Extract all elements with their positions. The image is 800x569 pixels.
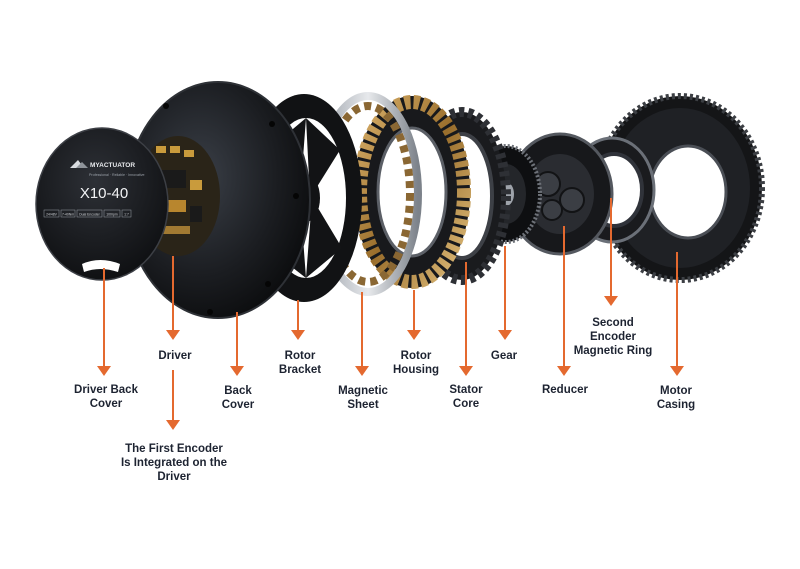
label-rotor-bracket: Rotor Bracket bbox=[278, 350, 322, 376]
second-encoder-arrow-head bbox=[604, 296, 618, 306]
rotor-housing-part bbox=[353, 95, 471, 289]
spec-tag-box bbox=[121, 209, 132, 218]
reducer-arrow-head bbox=[557, 366, 571, 376]
first-encoder-arrow-head bbox=[166, 420, 180, 430]
spec-tag-box bbox=[76, 209, 103, 218]
spec-tag: 7-40Nm bbox=[62, 213, 74, 217]
rotor-housing-arrow-head bbox=[407, 330, 421, 340]
brand-tagline: Professional · Reliable · Innovative bbox=[89, 173, 145, 177]
driver-back-cover-arrow-head bbox=[97, 366, 111, 376]
spec-tag-box bbox=[60, 209, 76, 218]
spec-tag: 24/48V bbox=[46, 213, 57, 217]
label-back-cover: Back Cover bbox=[221, 385, 255, 411]
label-magnetic-sheet: Magnetic Sheet bbox=[338, 385, 388, 411]
brand-logo bbox=[70, 160, 88, 168]
brand-name: MYACTUATOR bbox=[90, 162, 135, 169]
label-stator-core: Stator Core bbox=[449, 384, 483, 410]
rotor-bracket-arrow-head bbox=[291, 330, 305, 340]
spec-tag-row: 24/48V 7-40Nm Dual Encoder 100rpm 1:7 bbox=[43, 209, 132, 218]
label-first-encoder: The First Encoder Is Integrated on the D… bbox=[120, 443, 228, 483]
label-driver-back-cover: Driver Back Cover bbox=[74, 384, 138, 410]
label-second-encoder: Second Encoder Magnetic Ring bbox=[573, 317, 653, 357]
callout-arrows bbox=[97, 198, 684, 430]
driver-arrow-head bbox=[166, 330, 180, 340]
stator-core-arrow-head bbox=[459, 366, 473, 376]
model-number: X10-40 bbox=[80, 185, 128, 202]
label-motor-casing: Motor Casing bbox=[656, 385, 696, 411]
spec-tag-box bbox=[103, 209, 121, 218]
motor-casing-part bbox=[595, 93, 765, 283]
spec-tag: Dual Encoder bbox=[79, 213, 100, 217]
driver-back-cover-part: MYACTUATOR Professional · Reliable · Inn… bbox=[35, 127, 169, 281]
label-driver: Driver bbox=[158, 350, 192, 362]
gear-arrow-head bbox=[498, 330, 512, 340]
label-gear: Gear bbox=[490, 350, 518, 362]
spec-tag: 1:7 bbox=[124, 213, 129, 217]
magnetic-sheet-arrow-head bbox=[355, 366, 369, 376]
spec-tag: 100rpm bbox=[106, 213, 118, 217]
spec-tag-box bbox=[43, 209, 60, 218]
label-reducer: Reducer bbox=[541, 384, 589, 396]
motor-casing-arrow-head bbox=[670, 366, 684, 376]
label-rotor-housing: Rotor Housing bbox=[393, 350, 439, 376]
back-cover-arrow-head bbox=[230, 366, 244, 376]
